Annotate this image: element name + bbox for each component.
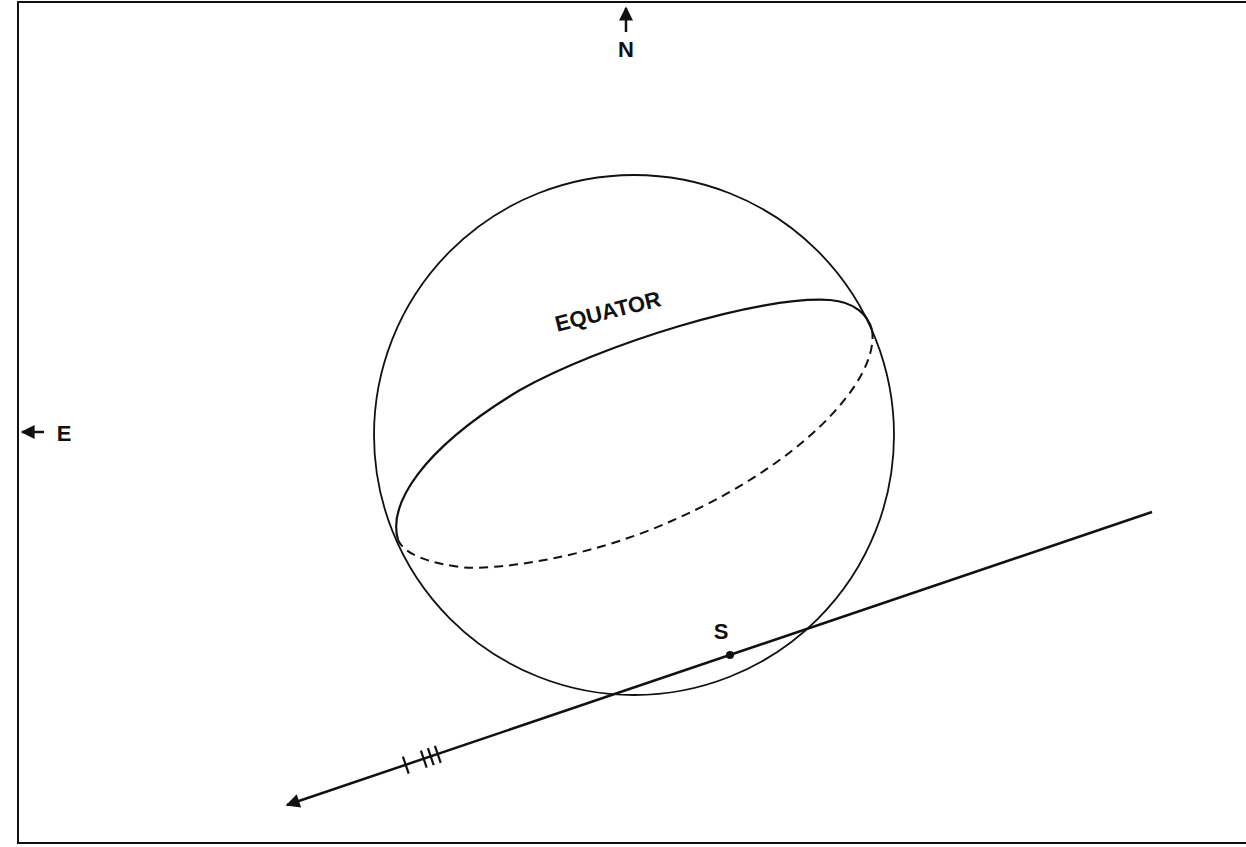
frame [18,2,1246,843]
north-arrow [625,8,628,32]
equator-front [396,300,872,540]
equator-label: EQUATOR [553,288,663,335]
point-s [726,651,734,659]
equator-back [398,330,873,568]
planet-disk [374,175,894,695]
trajectory-line [287,512,1152,805]
compass-label: E [57,423,72,445]
compass-label: N [618,39,634,61]
east-arrow [22,431,44,434]
point-label: S [714,621,729,643]
tick-marks [403,746,441,774]
